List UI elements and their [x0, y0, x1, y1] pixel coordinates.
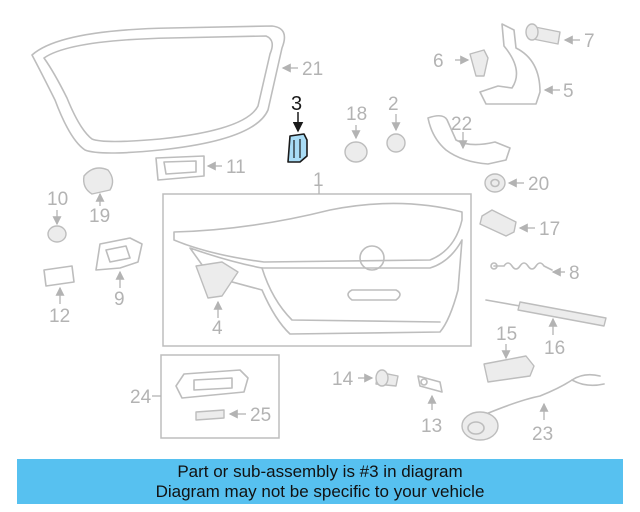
callout-25: 25	[250, 405, 271, 426]
callout-19: 19	[89, 206, 110, 227]
banner-line-2: Diagram may not be specific to your vehi…	[155, 482, 485, 501]
callout-9: 9	[114, 289, 125, 310]
callout-2: 2	[388, 94, 399, 115]
callout-7: 7	[584, 31, 595, 52]
callout-24: 24	[130, 387, 152, 408]
callout-3: 3	[291, 93, 302, 115]
callout-10: 10	[47, 189, 68, 210]
part-19-cap: 19	[82, 167, 114, 227]
callout-12: 12	[49, 306, 70, 327]
callout-15: 15	[496, 324, 517, 345]
callout-17: 17	[539, 219, 560, 240]
info-banner: Part or sub-assembly is #3 in diagram Di…	[17, 459, 623, 504]
banner-line-1: Part or sub-assembly is #3 in diagram	[177, 462, 463, 481]
callout-18: 18	[346, 104, 367, 125]
part-4-bracket: 4	[212, 300, 223, 339]
part-23-camera: 23	[461, 373, 605, 445]
part-16-strut: 16	[485, 299, 607, 359]
callout-14: 14	[332, 369, 354, 390]
part-10-grommet: 10	[47, 189, 68, 243]
part-1-trunk-lid: 1	[162, 170, 472, 347]
callout-13: 13	[421, 416, 442, 437]
part-20-grommet: 20	[484, 173, 549, 195]
callout-21: 21	[302, 59, 323, 80]
callout-16: 16	[544, 338, 565, 359]
parts-diagram: 21 3 18 2 22 6 7 5	[31, 23, 607, 445]
part-12-bracket: 12	[43, 265, 75, 327]
callout-1: 1	[313, 170, 324, 191]
callout-4: 4	[212, 318, 223, 339]
part-11-plate: 11	[155, 155, 246, 181]
part-2-bumper: 2	[386, 94, 406, 153]
part-9-latch: 9	[95, 237, 143, 310]
part-15-light: 15	[483, 324, 535, 383]
part-5-hinge-arm: 5	[479, 23, 574, 105]
part-21-weatherstrip: 21	[31, 25, 323, 154]
part-13-bracket: 13	[417, 375, 443, 437]
part-22-hinge: 22	[427, 114, 511, 165]
callout-22: 22	[451, 114, 472, 135]
callout-23: 23	[532, 424, 553, 445]
part-25-bulb: 25	[195, 405, 271, 426]
part-8-spring: 8	[490, 262, 580, 284]
part-7-bolt: 7	[525, 23, 595, 52]
part-3-highlighted: 3	[287, 93, 308, 163]
part-17-block: 17	[479, 209, 560, 240]
callout-20: 20	[528, 174, 549, 195]
callout-11: 11	[226, 157, 246, 178]
part-18-bumper: 18	[344, 104, 368, 163]
callout-6: 6	[433, 51, 444, 72]
part-24-handle-assembly: 24	[130, 354, 280, 439]
part-14-bolt: 14	[332, 369, 399, 390]
callout-5: 5	[563, 81, 574, 102]
part-6-clip: 6	[433, 49, 489, 77]
callout-8: 8	[569, 263, 580, 284]
